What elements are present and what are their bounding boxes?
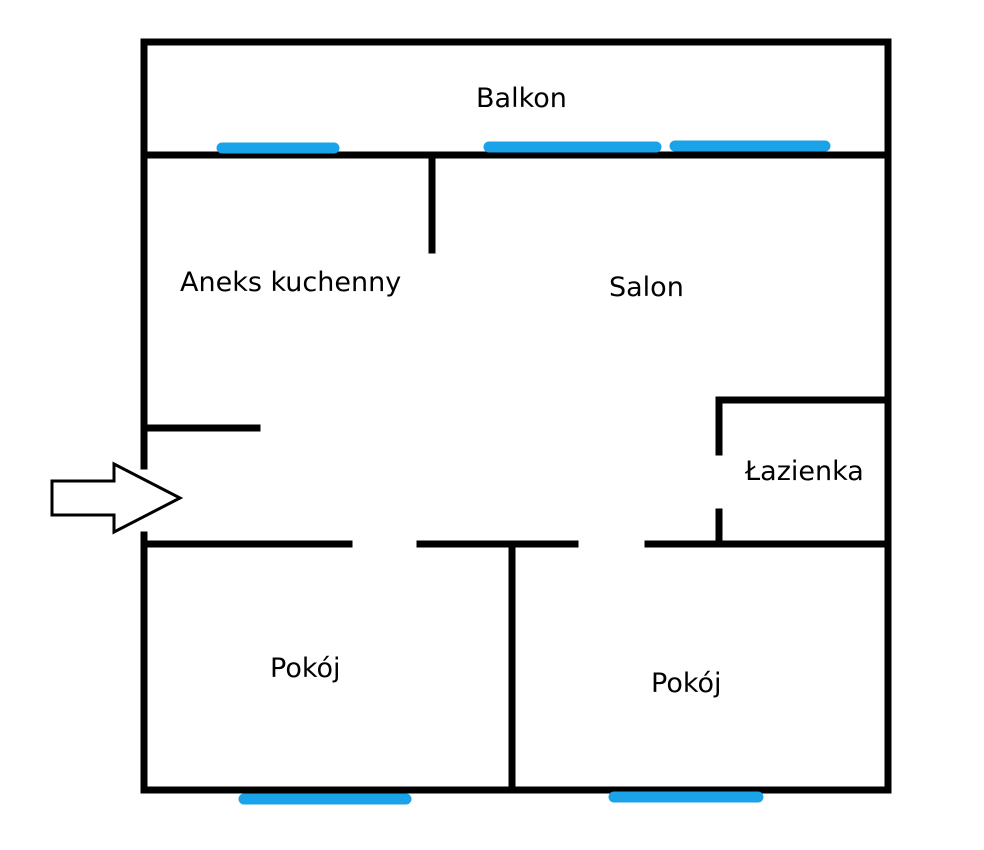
- room-label-salon: Salon: [609, 272, 684, 303]
- room-label-aneks: Aneks kuchenny: [180, 267, 401, 298]
- room-labels: Balkon Aneks kuchenny Salon Łazienka Pok…: [180, 83, 864, 699]
- room-label-pokoj-left: Pokój: [270, 653, 341, 684]
- entrance-arrow-icon: [50, 461, 184, 535]
- room-label-pokoj-right: Pokój: [651, 668, 722, 699]
- room-label-lazienka: Łazienka: [744, 456, 864, 487]
- windows: [216, 140, 831, 805]
- room-label-balkon: Balkon: [476, 83, 567, 114]
- walls: [140, 38, 892, 794]
